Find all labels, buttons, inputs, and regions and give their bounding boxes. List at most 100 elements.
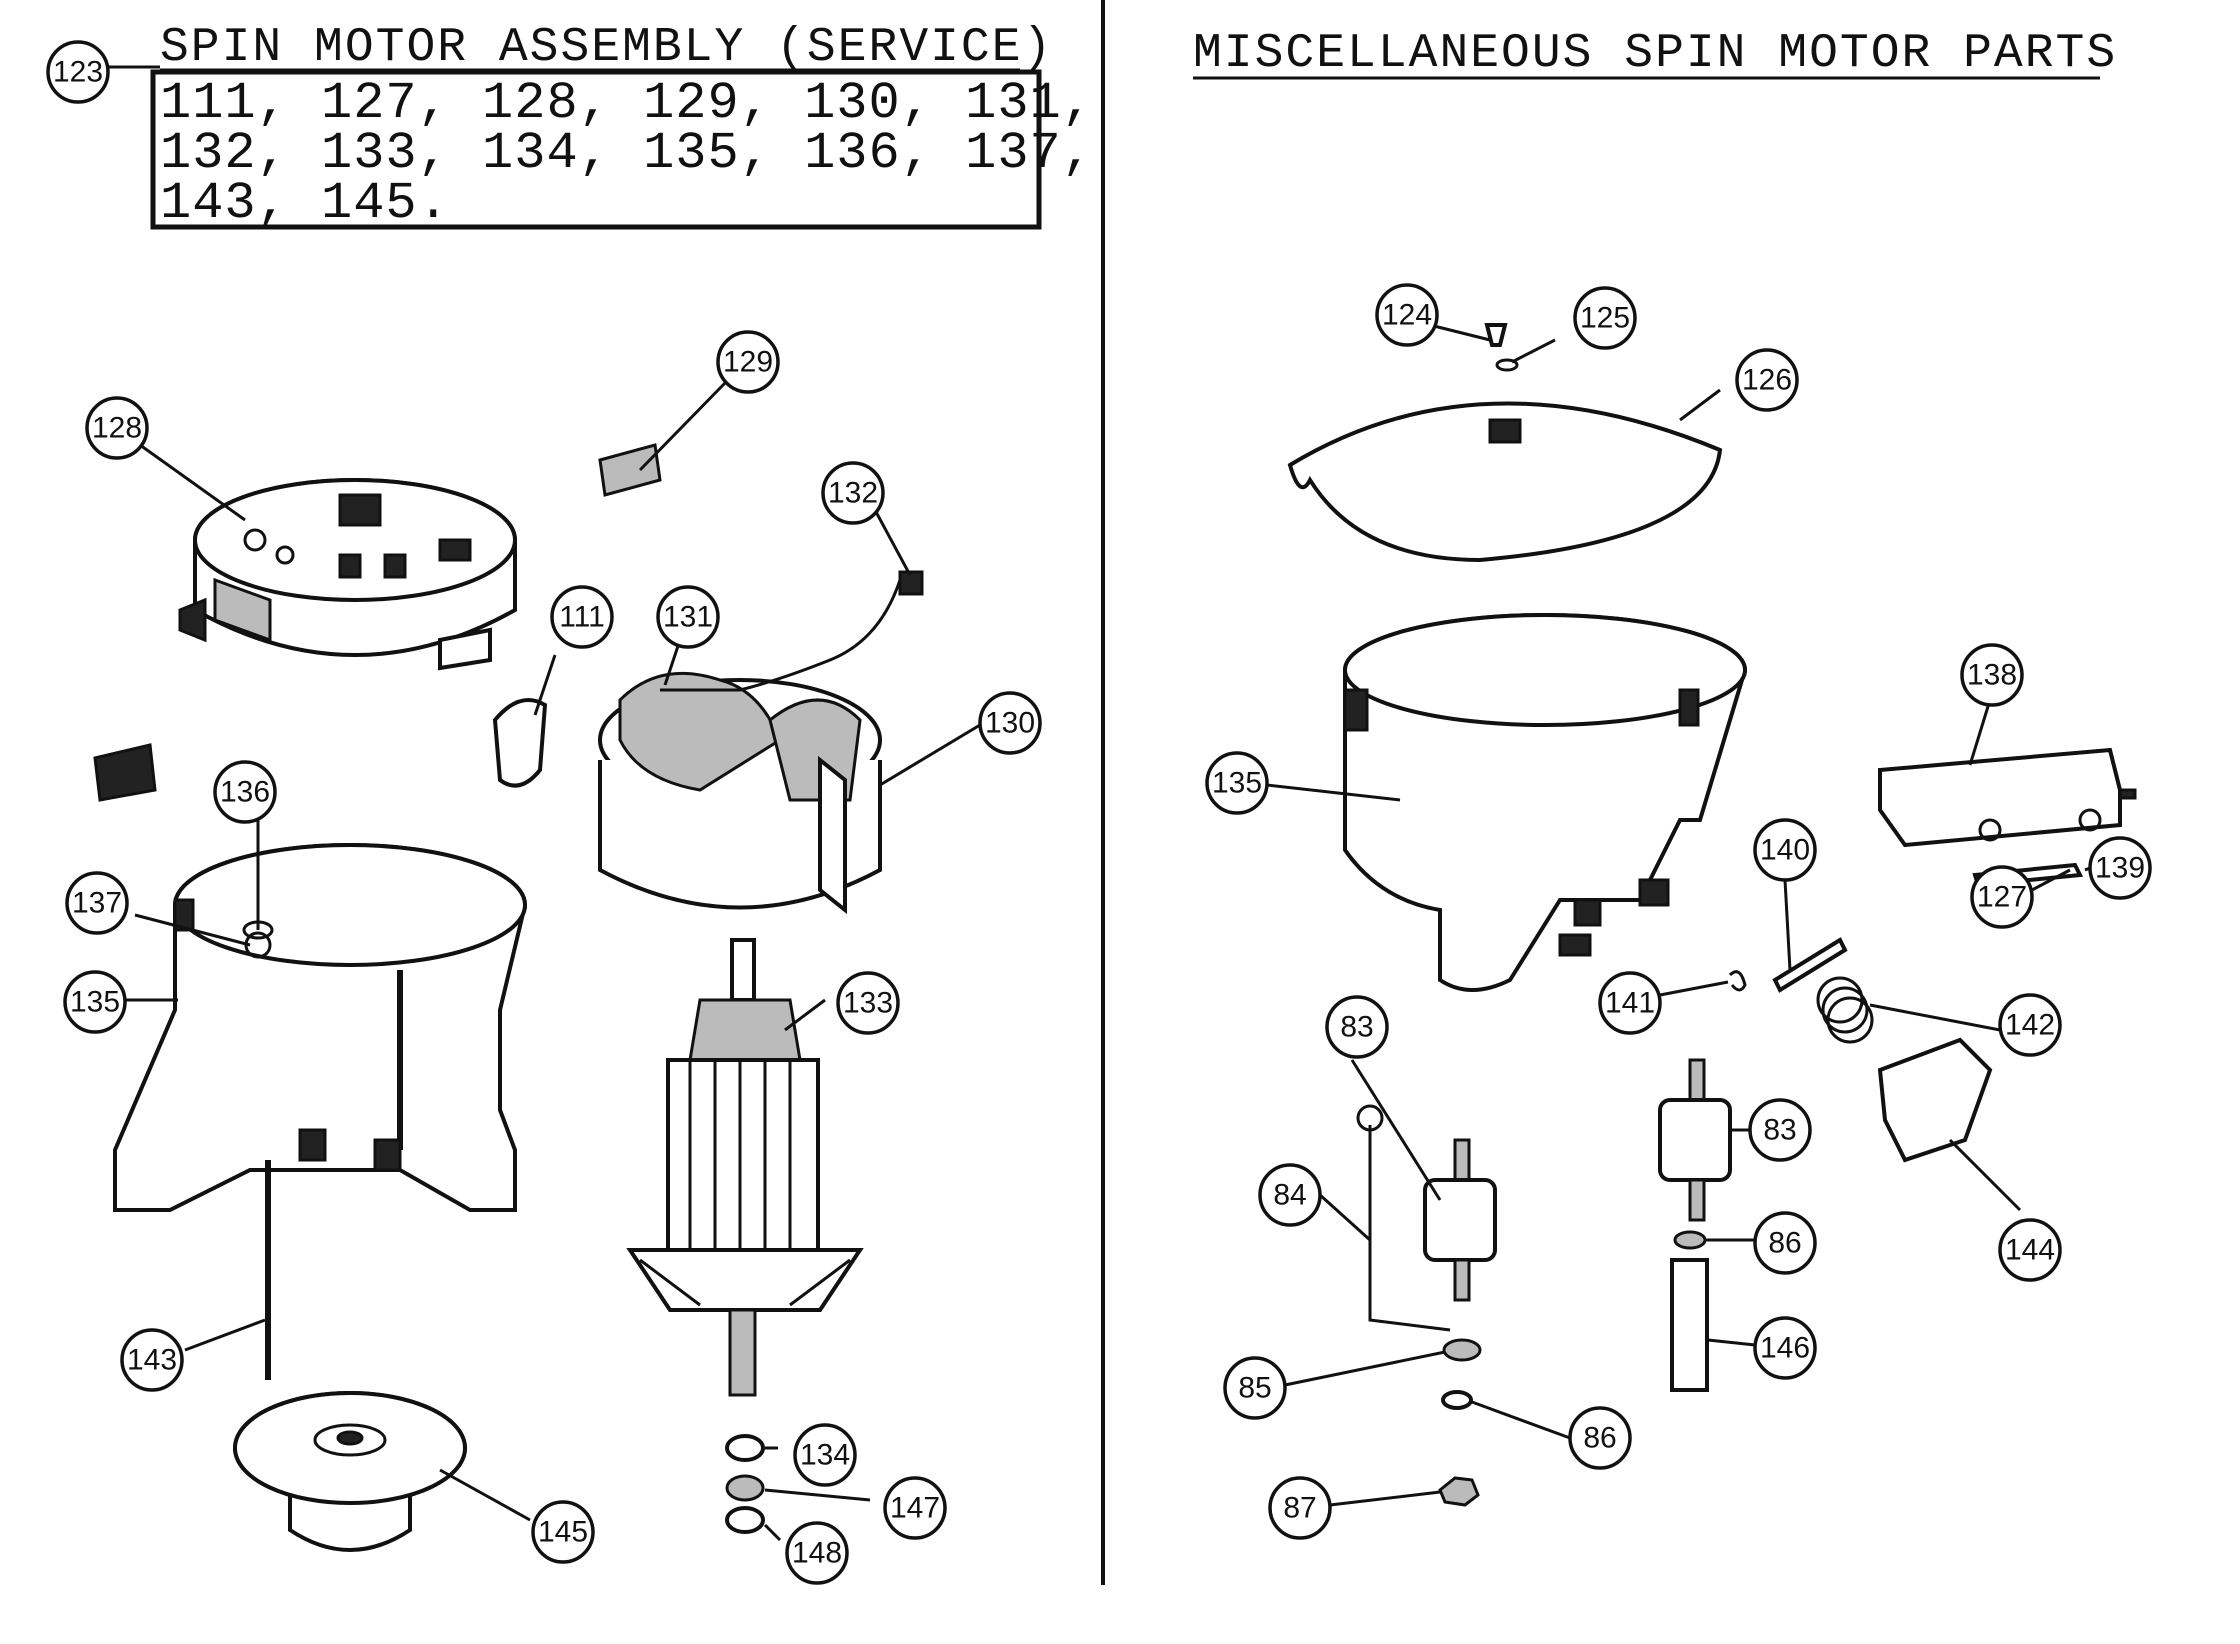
svg-text:128: 128 [92, 412, 142, 445]
callout-143[interactable]: 143 [120, 1328, 184, 1392]
pin-140-drawing [1772, 937, 1848, 993]
callout-85[interactable]: 85 [1223, 1356, 1287, 1420]
leader-lines [125, 323, 2091, 1542]
right-panel-title: MISCELLANEOUS SPIN MOTOR PARTS [1193, 27, 2117, 81]
svg-text:111: 111 [559, 601, 605, 634]
clip-141-drawing [1728, 970, 1747, 992]
svg-text:146: 146 [1760, 1332, 1810, 1365]
callout-83-left[interactable]: 83 [1325, 995, 1389, 1059]
callout-141[interactable]: 141 [1598, 971, 1662, 1035]
callout-140[interactable]: 140 [1753, 818, 1817, 882]
callout-137[interactable]: 137 [65, 871, 129, 935]
svg-text:141: 141 [1605, 987, 1655, 1020]
bracket-144-drawing [1877, 1037, 1993, 1163]
svg-text:140: 140 [1760, 834, 1810, 867]
switch-drawing [1878, 747, 2137, 848]
part-list-line-1: 111, 127, 128, 129, 130, 131, [160, 74, 1094, 133]
callout-87[interactable]: 87 [1268, 1476, 1332, 1540]
callout-144[interactable]: 144 [1998, 1218, 2062, 1282]
callout-129[interactable]: 129 [716, 330, 780, 394]
svg-text:129: 129 [723, 346, 773, 379]
svg-text:148: 148 [792, 1537, 842, 1570]
spring-142-drawing [1816, 976, 1874, 1044]
svg-text:83: 83 [1340, 1011, 1373, 1044]
motor-housing-drawing [113, 843, 527, 1212]
assembly-header: 123 SPIN MOTOR ASSEMBLY (SERVICE) 111, 1… [46, 21, 1094, 233]
svg-text:125: 125 [1580, 302, 1630, 335]
callout-139[interactable]: 139 [2088, 836, 2152, 900]
washer-86-right-drawing [1673, 1230, 1707, 1250]
svg-text:130: 130 [985, 707, 1035, 740]
assembly-callout-circle [46, 40, 110, 104]
callout-135-right[interactable]: 135 [1205, 751, 1269, 815]
brush-small-drawing [93, 743, 157, 802]
callout-136[interactable]: 136 [213, 760, 277, 824]
callout-138[interactable]: 138 [1960, 643, 2024, 707]
washer-125-drawing [1495, 358, 1519, 372]
part-list-line-3: 143, 145. [160, 174, 450, 233]
svg-text:135: 135 [1212, 767, 1262, 800]
callout-134[interactable]: 134 [793, 1423, 857, 1487]
callout-86-right[interactable]: 86 [1753, 1211, 1817, 1275]
callout-111[interactable]: 111 [550, 585, 614, 649]
svg-text:124: 124 [1382, 299, 1432, 332]
motor-cover-drawing [1287, 401, 1723, 563]
callout-135-left[interactable]: 135 [63, 970, 127, 1034]
callout-84[interactable]: 84 [1258, 1163, 1322, 1227]
svg-text:87: 87 [1283, 1492, 1316, 1525]
callout-128[interactable]: 128 [85, 396, 149, 460]
svg-text:143: 143 [127, 1344, 177, 1377]
callout-147[interactable]: 147 [883, 1476, 947, 1540]
callout-86-lower[interactable]: 86 [1568, 1406, 1632, 1470]
svg-text:131: 131 [663, 601, 713, 634]
svg-text:136: 136 [220, 776, 270, 809]
lockwasher-85-drawing [1442, 1338, 1482, 1362]
washer-134-drawing [725, 1434, 765, 1462]
callout-148[interactable]: 148 [785, 1521, 849, 1585]
svg-text:145: 145 [538, 1516, 588, 1549]
callout-126[interactable]: 126 [1735, 348, 1799, 412]
brush-drawing [598, 443, 662, 497]
callout-146[interactable]: 146 [1753, 1316, 1817, 1380]
left-panel-title: SPIN MOTOR ASSEMBLY (SERVICE) [160, 21, 1053, 75]
callout-133[interactable]: 133 [836, 971, 900, 1035]
callout-145[interactable]: 145 [531, 1500, 595, 1564]
callout-132[interactable]: 132 [821, 461, 885, 525]
svg-text:85: 85 [1238, 1372, 1271, 1405]
callout-124[interactable]: 124 [1375, 283, 1439, 347]
ground-strap-84-drawing [1368, 1125, 1451, 1332]
mount-83-right-drawing [1658, 1058, 1732, 1222]
svg-text:144: 144 [2005, 1234, 2055, 1267]
lead-wire-drawing [660, 579, 902, 692]
callout-131[interactable]: 131 [656, 585, 720, 649]
motor-housing-right-drawing [1343, 613, 1747, 992]
svg-text:126: 126 [1742, 364, 1792, 397]
armature-drawing [626, 938, 864, 1397]
washer-86-lower-drawing [1441, 1390, 1473, 1410]
washer-148-drawing [725, 1506, 765, 1534]
svg-text:132: 132 [828, 477, 878, 510]
part-list-box [150, 69, 1042, 230]
nut-87-drawing [1438, 1476, 1480, 1507]
pulley-drawing [233, 1391, 467, 1552]
callout-125[interactable]: 125 [1573, 286, 1637, 350]
callout-142[interactable]: 142 [1998, 993, 2062, 1057]
mount-83-left-drawing [1423, 1138, 1497, 1302]
callout-83-right[interactable]: 83 [1748, 1098, 1812, 1162]
part-list-line-2: 132, 133, 134, 135, 136, 137, [160, 124, 1094, 183]
svg-text:86: 86 [1583, 1422, 1616, 1455]
brush-clip-drawing [492, 698, 548, 788]
assembly-callout-number: 123 [53, 56, 103, 89]
svg-text:84: 84 [1273, 1179, 1306, 1212]
svg-text:133: 133 [843, 987, 893, 1020]
washer-147-drawing [725, 1474, 765, 1502]
svg-text:147: 147 [890, 1492, 940, 1525]
svg-text:142: 142 [2005, 1009, 2055, 1042]
svg-text:135: 135 [70, 986, 120, 1019]
stator-drawing [598, 671, 882, 915]
callout-127[interactable]: 127 [1970, 865, 2034, 929]
callout-130[interactable]: 130 [978, 691, 1042, 755]
svg-text:134: 134 [800, 1439, 850, 1472]
